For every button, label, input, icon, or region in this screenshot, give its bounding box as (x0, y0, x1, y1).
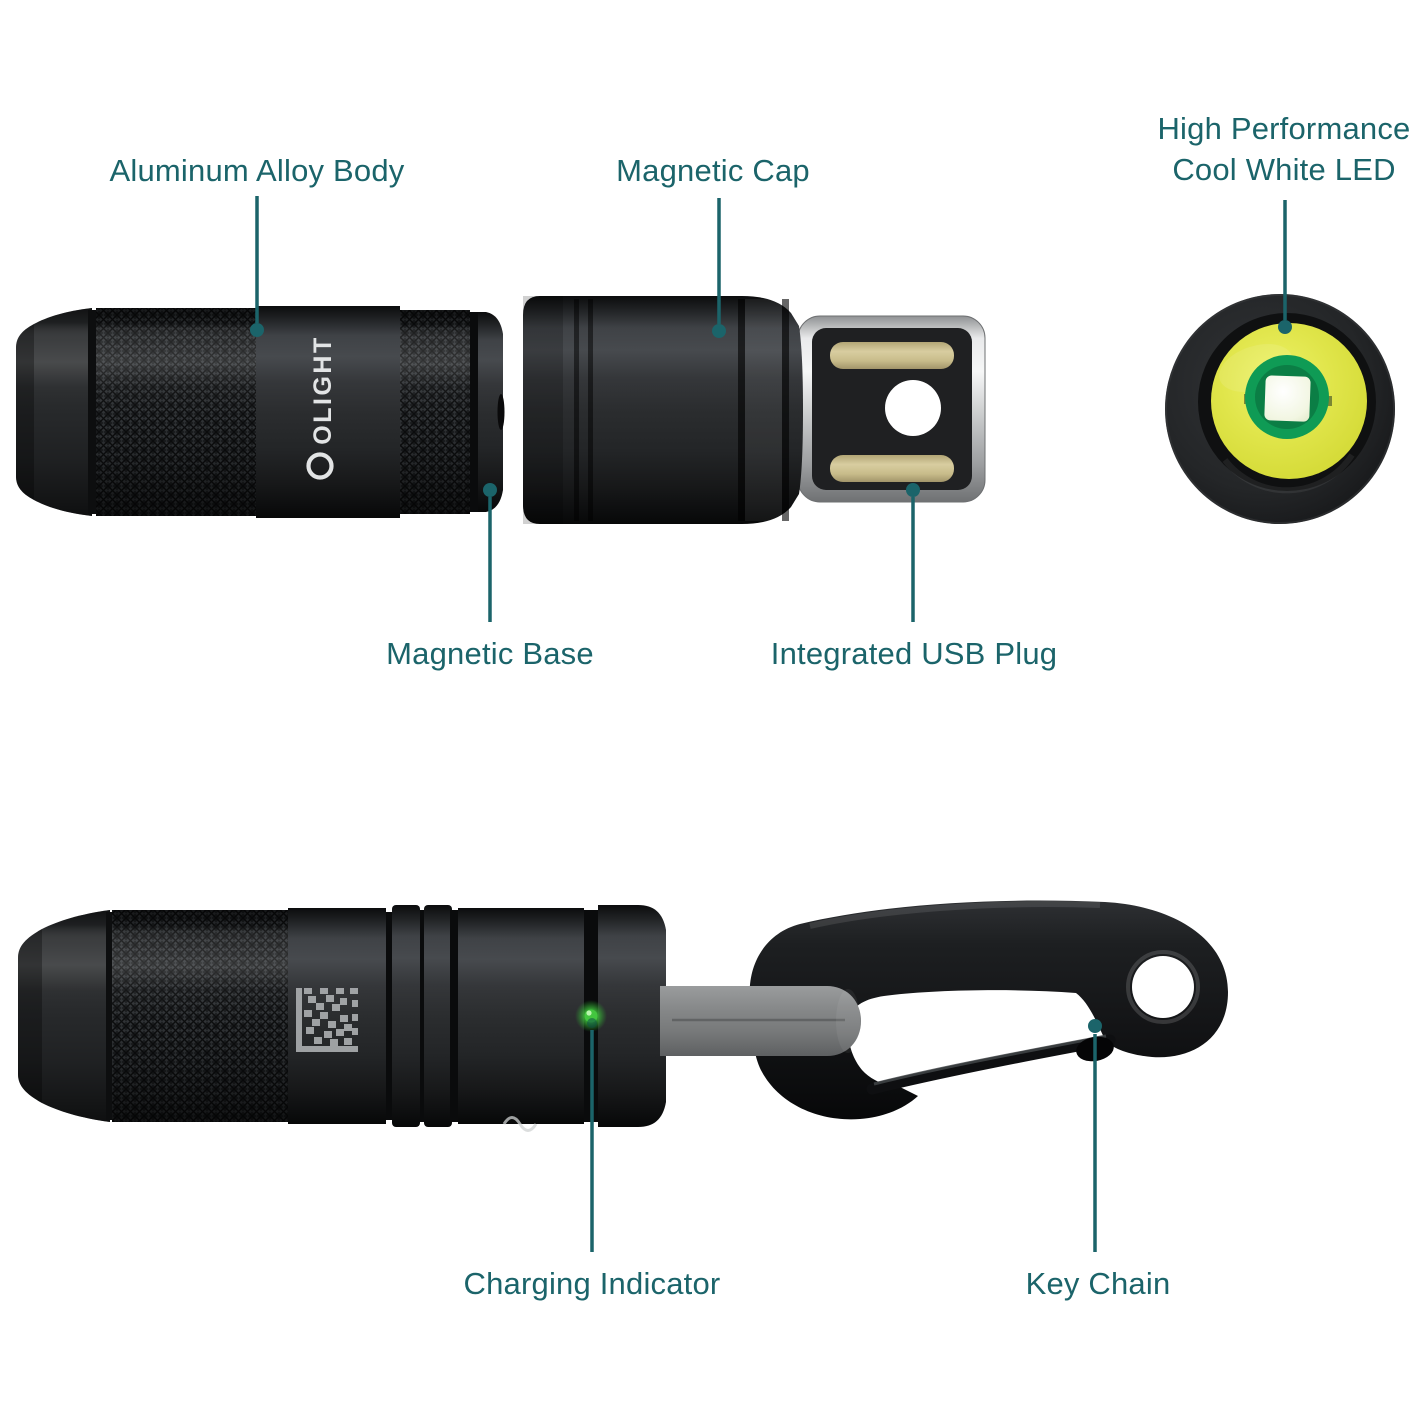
magnetic-cap-graphic (523, 296, 803, 524)
usb-contact-pad (830, 455, 954, 482)
callout-dot-usb-plug (906, 483, 920, 497)
callout-label-magnetic-base: Magnetic Base (386, 636, 594, 671)
callout-dot-led (1278, 320, 1292, 334)
callout-dot-key-chain (1088, 1019, 1102, 1033)
callout-label-led-line1: High Performance (1157, 111, 1411, 146)
callout-label-key-chain: Key Chain (1025, 1266, 1171, 1301)
callout-dot-magnetic-cap (712, 324, 726, 338)
brand-logo-text: OLIGHT (309, 335, 337, 444)
callout-label-charging-indicator: Charging Indicator (463, 1266, 721, 1301)
carabiner-ring-hole (1132, 956, 1194, 1018)
callout-lines (250, 196, 1292, 1252)
callout-dot-aluminum-body (250, 323, 264, 337)
flashlight-body-graphic: OLIGHT (16, 306, 505, 518)
led-chip (1264, 375, 1311, 422)
callout-label-led-line2: Cool White LED (1172, 152, 1396, 187)
callout-label-magnetic-cap: Magnetic Cap (616, 153, 810, 188)
usb-plug-graphic (797, 315, 986, 503)
led-head-graphic (1165, 294, 1395, 524)
charging-led (575, 1000, 607, 1032)
carabiner-graphic (749, 900, 1228, 1120)
callout-label-aluminum-body: Aluminum Alloy Body (109, 153, 405, 188)
qr-code (296, 988, 358, 1052)
olight-ring-logo-icon (306, 452, 334, 480)
usb-contact-pad (830, 342, 954, 369)
callout-dot-magnetic-base (483, 483, 497, 497)
assembled-flashlight-graphic (18, 905, 861, 1132)
magnetic-base-part (478, 312, 503, 512)
keychain-plug-graphic (660, 986, 861, 1056)
callout-label-led: High Performance Cool White LED (1134, 108, 1419, 190)
tail-marking (502, 1116, 538, 1132)
carabiner-gate (866, 1034, 1116, 1095)
callout-label-usb-plug: Integrated USB Plug (770, 636, 1058, 671)
